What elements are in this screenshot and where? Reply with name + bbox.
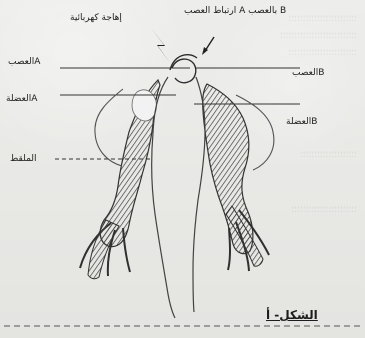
nerve-loop: [172, 59, 196, 83]
center-body: [152, 77, 175, 318]
left-stimulus-arrow: [151, 28, 170, 63]
stimulus-label: إهاجة كهربائية: [70, 14, 122, 23]
right-muscle-label: العضلةB: [286, 118, 317, 127]
connection-label: ارتباط العصب A بالعصب B: [184, 7, 286, 16]
right-nerve-label: العصبB: [292, 69, 324, 78]
left-nerve-label: العصبA: [8, 58, 40, 67]
left-muscle-label: العضلةA: [6, 95, 37, 104]
figure-label: الشكل- أ: [266, 309, 318, 321]
left-support: [95, 89, 123, 166]
left-foot-shape: [88, 220, 119, 279]
left-clamp-label: الملقط: [10, 155, 37, 164]
